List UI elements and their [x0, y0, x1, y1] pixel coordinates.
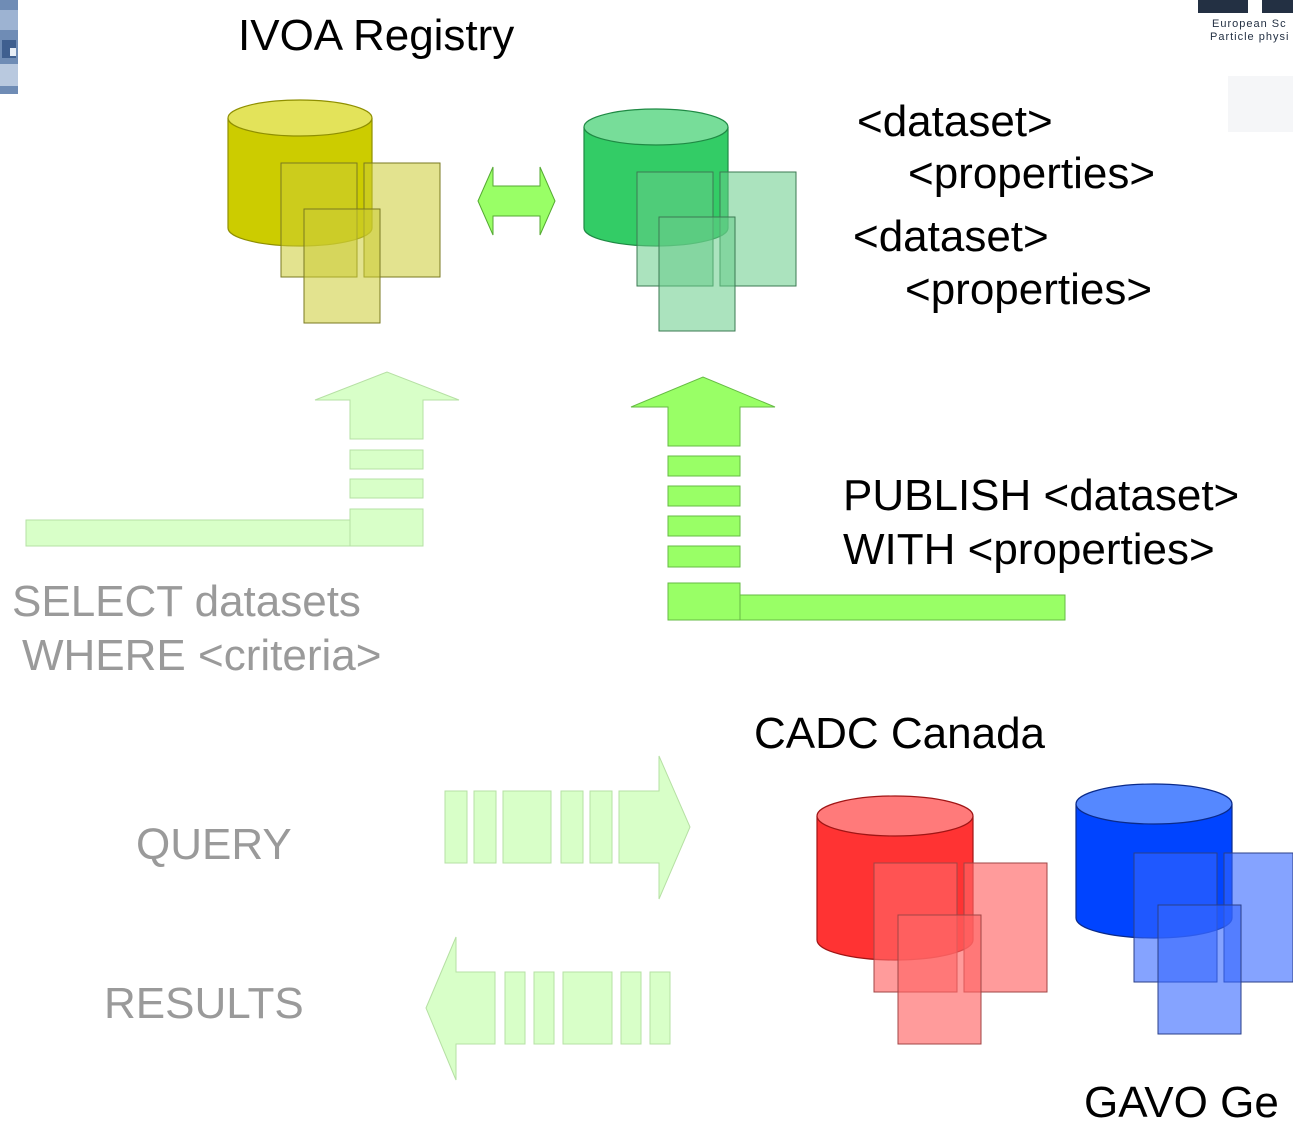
- results-label: RESULTS: [104, 979, 304, 1028]
- query-label: QUERY: [136, 820, 292, 869]
- esc-logo: [1198, 0, 1293, 132]
- publish-arrow: [630, 376, 1066, 621]
- registry-documents-yellow: [280, 162, 441, 324]
- metadata-line-dataset-2: <dataset>: [853, 212, 1049, 261]
- registry-title: IVOA Registry: [238, 11, 515, 60]
- logo-text-line-1: European Sc: [1212, 18, 1287, 30]
- registry-documents-green: [636, 171, 797, 332]
- corner-photo-thumbnail: [0, 0, 18, 94]
- gavo-label: GAVO Ge: [1084, 1078, 1279, 1127]
- metadata-line-properties-2: <properties>: [905, 265, 1153, 314]
- select-line-1: SELECT datasets: [12, 577, 361, 626]
- sync-double-arrow: [477, 166, 556, 236]
- gavo-documents-blue: [1133, 852, 1293, 1035]
- select-arrow: [25, 371, 460, 547]
- metadata-line-properties-1: <properties>: [908, 149, 1156, 198]
- cadc-label: CADC Canada: [754, 709, 1046, 758]
- logo-text-line-2: Particle physi: [1210, 31, 1290, 43]
- results-arrow: [425, 936, 671, 1081]
- publish-line-2: WITH <properties>: [843, 525, 1215, 574]
- select-line-2: WHERE <criteria>: [22, 631, 382, 680]
- publish-line-1: PUBLISH <dataset>: [843, 471, 1240, 520]
- query-arrow: [444, 755, 691, 900]
- cadc-documents-red: [873, 862, 1048, 1045]
- metadata-line-dataset-1: <dataset>: [857, 97, 1053, 146]
